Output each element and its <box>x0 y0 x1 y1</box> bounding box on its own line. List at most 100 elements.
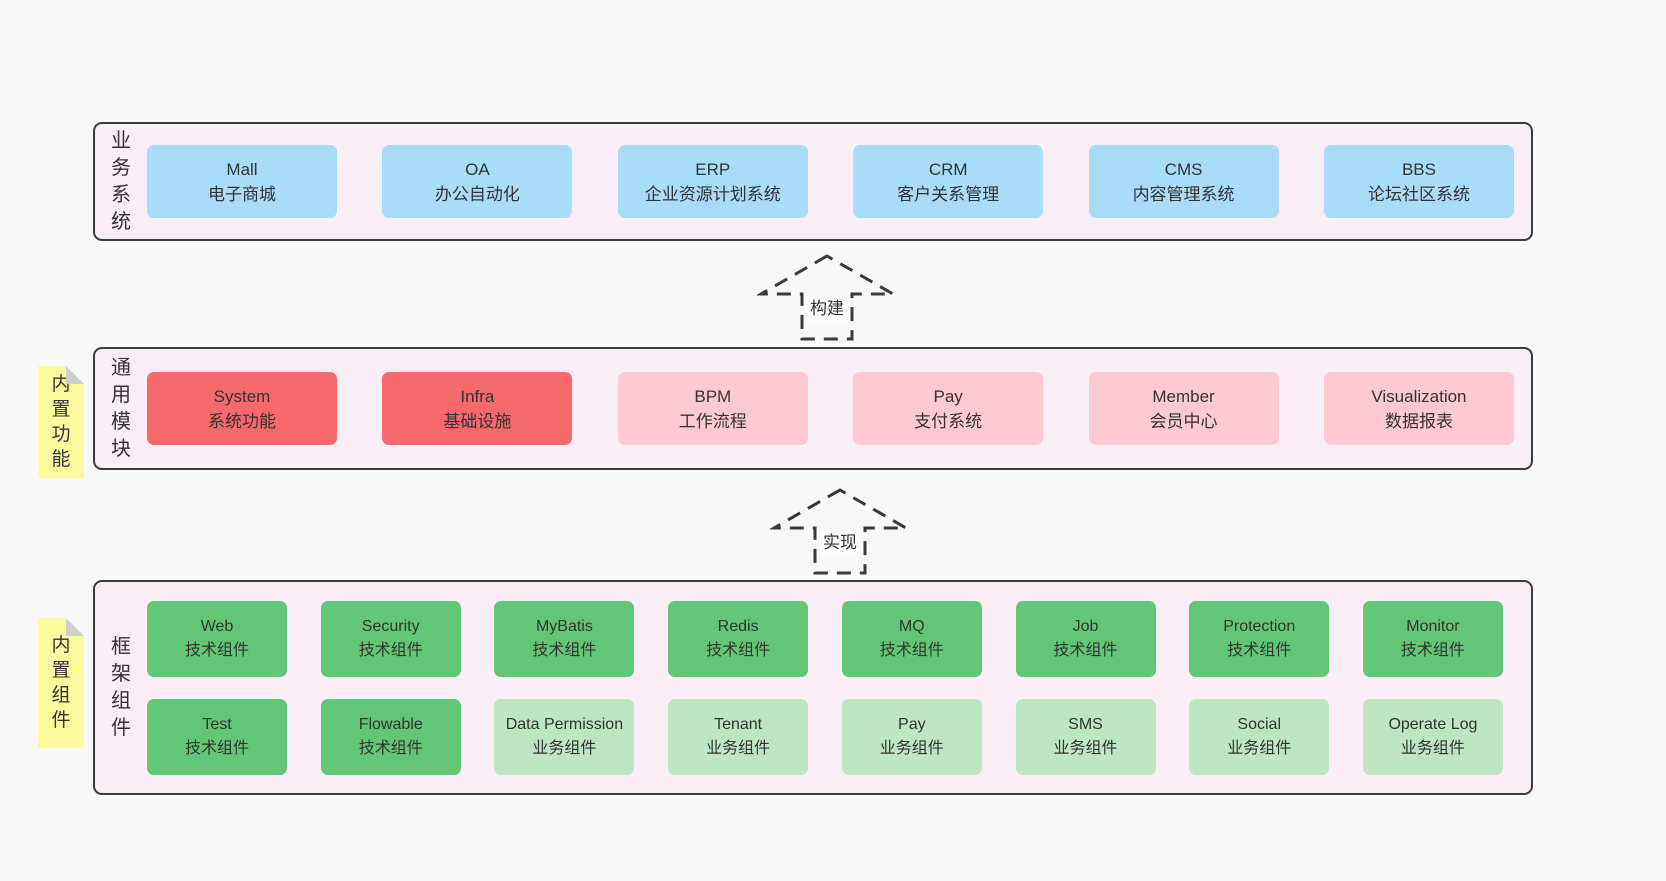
implement-arrow: 实现 <box>770 486 910 576</box>
box-infra: Infra 基础设施 <box>382 372 573 445</box>
box-subtitle: 客户关系管理 <box>897 184 1000 204</box>
box-subtitle: 业务组件 <box>532 739 597 757</box>
box-oa: OA 办公自动化 <box>382 145 573 218</box>
box-title: Protection <box>1223 617 1296 635</box>
box-mq: MQ 技术组件 <box>841 600 982 677</box>
box-subtitle: 业务组件 <box>706 739 771 757</box>
box-title: Member <box>1152 386 1215 406</box>
sticky-fold-corner-icon <box>66 618 84 636</box>
box-subtitle: 技术组件 <box>184 739 249 757</box>
box-title: Redis <box>717 617 759 635</box>
box-cms: CMS 内容管理系统 <box>1088 145 1279 218</box>
box-title: Social <box>1237 715 1281 733</box>
box-subtitle: 技术组件 <box>184 641 249 659</box>
section-components-label-column: 框架组件 <box>95 582 147 793</box>
box-subtitle: 数据报表 <box>1384 411 1453 431</box>
box-bbs: BBS 论坛社区系统 <box>1323 145 1514 218</box>
box-test: Test 技术组件 <box>147 698 287 775</box>
box-subtitle: 业务组件 <box>1400 739 1465 757</box>
box-subtitle: 技术组件 <box>358 641 423 659</box>
box-title: Pay <box>933 386 963 406</box>
box-title: Tenant <box>714 715 763 733</box>
box-title: Flowable <box>358 715 423 733</box>
box-system: System 系统功能 <box>147 372 337 445</box>
box-subtitle: 基础设施 <box>443 411 512 431</box>
box-subtitle: 支付系统 <box>914 411 983 431</box>
box-title: Pay <box>898 715 926 733</box>
box-pay: Pay 业务组件 <box>841 698 982 775</box>
box-title: Test <box>202 715 232 733</box>
box-subtitle: 技术组件 <box>1400 641 1465 659</box>
box-visualization: Visualization 数据报表 <box>1323 372 1514 445</box>
box-subtitle: 会员中心 <box>1149 411 1218 431</box>
section-business-label: 业务系统 <box>111 129 131 233</box>
box-title: ERP <box>695 159 731 179</box>
box-title: Job <box>1072 617 1099 635</box>
sticky-note-builtin-features: 内置功能 <box>38 366 84 478</box>
box-web: Web 技术组件 <box>147 600 287 677</box>
box-title: CRM <box>928 159 968 179</box>
box-title: Operate Log <box>1388 715 1478 733</box>
box-title: Data Permission <box>505 715 624 733</box>
box-title: MQ <box>898 617 925 635</box>
box-protection: Protection 技术组件 <box>1189 600 1330 677</box>
box-crm: CRM 客户关系管理 <box>853 145 1044 218</box>
up-arrow-icon <box>757 254 897 341</box>
modules-box-list: System 系统功能 Infra 基础设施 BPM 工作流程 Pay 支付系统 Member 会… <box>147 349 1531 468</box>
box-subtitle: 业务组件 <box>879 739 944 757</box>
box-data-permission: Data Permission 业务组件 <box>494 698 635 775</box>
box-subtitle: 工作流程 <box>678 411 747 431</box>
box-social: Social 业务组件 <box>1189 698 1330 775</box>
section-modules-label: 通用模块 <box>111 356 131 460</box>
box-title: Mall <box>226 159 258 179</box>
box-subtitle: 技术组件 <box>879 641 944 659</box>
implement-arrow-label: 实现 <box>818 530 862 556</box>
box-subtitle: 技术组件 <box>532 641 597 659</box>
box-title: Infra <box>460 386 495 406</box>
box-subtitle: 办公自动化 <box>434 184 520 204</box>
sticky-note-builtin-components: 内置组件 <box>38 618 84 748</box>
box-flowable: Flowable 技术组件 <box>320 698 461 775</box>
build-arrow-label: 构建 <box>805 296 849 322</box>
box-subtitle: 技术组件 <box>706 641 771 659</box>
box-subtitle: 内容管理系统 <box>1132 184 1235 204</box>
build-arrow: 构建 <box>757 252 897 342</box>
section-common-modules: 通用模块 System 系统功能 Infra 基础设施 BPM 工作流程 Pay 支付系统 Me… <box>93 347 1533 470</box>
box-subtitle: 业务组件 <box>1227 739 1292 757</box>
box-security: Security 技术组件 <box>320 600 461 677</box>
box-title: BBS <box>1401 159 1436 179</box>
section-modules-label-column: 通用模块 <box>95 349 147 468</box>
up-arrow-icon <box>770 488 910 575</box>
box-mybatis: MyBatis 技术组件 <box>494 600 635 677</box>
box-redis: Redis 技术组件 <box>668 600 809 677</box>
box-title: CMS <box>1164 159 1203 179</box>
box-job: Job 技术组件 <box>1015 600 1156 677</box>
box-title: BPM <box>694 386 732 406</box>
box-bpm: BPM 工作流程 <box>617 372 808 445</box>
box-title: OA <box>465 159 490 179</box>
sticky-builtin-features-label: 内置功能 <box>51 374 71 470</box>
box-pay: Pay 支付系统 <box>853 372 1044 445</box>
box-tenant: Tenant 业务组件 <box>668 698 809 775</box>
box-title: Visualization <box>1371 386 1467 406</box>
box-title: System <box>213 386 271 406</box>
box-subtitle: 系统功能 <box>208 411 276 431</box>
box-title: Web <box>200 617 234 635</box>
box-title: MyBatis <box>535 617 593 635</box>
sticky-builtin-components-label: 内置组件 <box>51 635 71 731</box>
box-subtitle: 技术组件 <box>1053 641 1118 659</box>
box-subtitle: 论坛社区系统 <box>1367 184 1470 204</box>
box-subtitle: 技术组件 <box>1227 641 1292 659</box>
box-title: Security <box>361 617 420 635</box>
box-operate-log: Operate Log 业务组件 <box>1362 698 1503 775</box>
box-subtitle: 技术组件 <box>358 739 423 757</box>
